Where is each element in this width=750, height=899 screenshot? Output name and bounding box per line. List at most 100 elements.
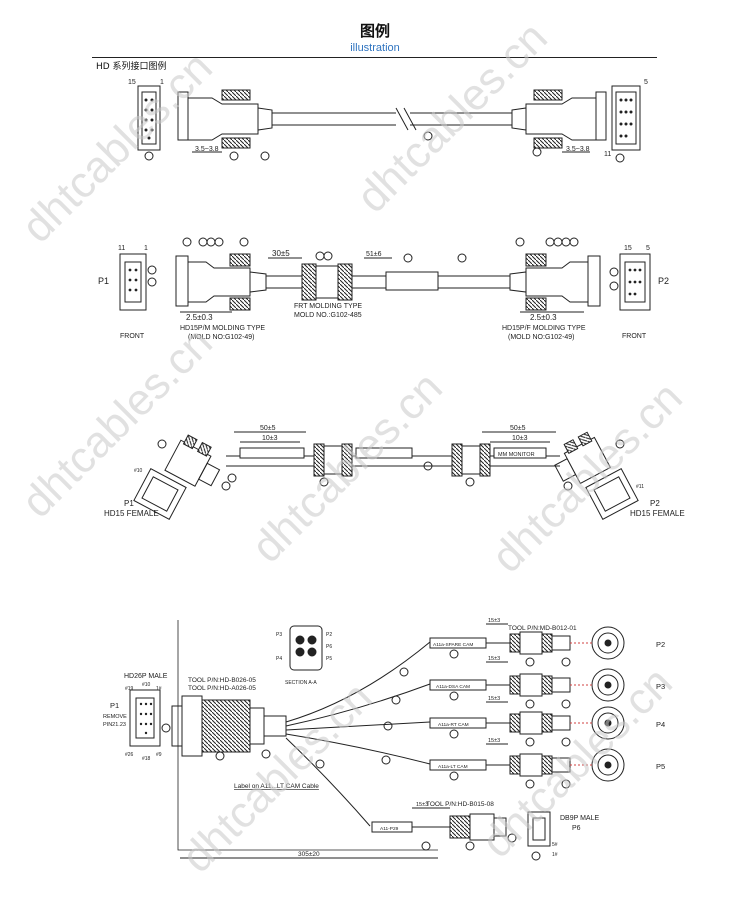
s2-pin15-label: 15 [624, 245, 632, 252]
s4-p1-label: P1 [110, 701, 119, 710]
s2-dim-30: 30±5 [272, 249, 290, 258]
s3-p2-label: P2 [650, 499, 660, 508]
s4-round-connector-p2 [591, 626, 625, 660]
s2-mold-left-line1: HD15P/M MOLDING TYPE [180, 325, 265, 332]
s1-pin11-label: 11 [604, 151, 611, 158]
s4-label-p29: A11-P29 [380, 826, 399, 832]
s2-left-connector [175, 253, 267, 311]
s3-right-front-view [585, 468, 639, 520]
watermark-1: dhtcables.cn [12, 43, 221, 252]
s3-dim-right: 50±5 [510, 425, 526, 432]
s4-branch-dsa [285, 683, 431, 727]
s3-ferrite-left [313, 443, 353, 477]
s4-hd26-front-view [129, 689, 161, 747]
s4-label-lt: A11a-LT CAM [438, 764, 468, 770]
watermark-3: dhtcables.cn [12, 318, 221, 527]
s4-dim-15c: 15±3 [488, 696, 500, 702]
s4-frame [177, 620, 438, 851]
s4-tool1: TOOL P/N:HD-B026-05 [188, 677, 256, 684]
s3-right-connector [554, 431, 612, 485]
s4-p6-label: P6 [572, 825, 581, 832]
section-1-label: HD 系列接口图例 [96, 62, 167, 72]
s4-hd26-label: HD26P MALE [124, 673, 168, 680]
s4-pin1-db9: 1# [552, 852, 558, 858]
section-4-drawing [129, 620, 625, 861]
s1-cable-left [272, 112, 396, 126]
s4-p2-label: P2 [656, 640, 665, 649]
s2-mold-left-line2: (MOLD NO:G102-49) [188, 334, 255, 341]
s4-pin26: #26 [125, 752, 134, 758]
s3-label-right: MM MONITOR [498, 452, 535, 458]
s4-dim-15a: 15±3 [488, 618, 500, 624]
title-divider [92, 57, 657, 58]
s1-left-side-connector [177, 89, 273, 149]
s4-pin18: #18 [142, 756, 151, 762]
s4-small-p6: P6 [326, 644, 332, 650]
s2-dim-51: 51±6 [366, 251, 382, 258]
s4-tool2: TOOL P/N:HD-A026-05 [188, 685, 256, 692]
s3-dim-left-inner: 10±3 [262, 435, 278, 442]
s2-left-front-view [119, 253, 157, 311]
s4-dim-305: 305±20 [298, 851, 320, 858]
s3-label-right-box [493, 447, 547, 459]
s3-p2-desc: HD15 FEMALE [630, 509, 685, 518]
s2-dim-left: 2.5±0.3 [186, 313, 213, 322]
s1-dim-right: 3.5~3.8 [566, 146, 590, 153]
s1-pin5-label: 5 [644, 79, 648, 86]
s4-branch-spare [285, 641, 431, 723]
s4-round-connector-p4 [591, 706, 625, 740]
s4-mini-connector-rt [509, 711, 571, 735]
s2-mold-right-line2: (MOLD NO:G102-49) [508, 334, 575, 341]
s4-db9-label: DB9P MALE [560, 815, 599, 822]
s2-p2-label: P2 [658, 276, 669, 286]
s4-mini-connector-dsa [509, 673, 571, 697]
s4-pin10: #10 [142, 682, 151, 688]
s3-left-front-view [133, 468, 187, 520]
s1-pin1-label: 1 [160, 79, 164, 86]
s4-small-p4: P4 [276, 656, 282, 662]
s4-tool4: TOOL P/N:HD-B015-08 [426, 801, 494, 808]
s2-pin1-label: 1 [144, 245, 148, 252]
watermark-layer: dhtcables.cn dhtcables.cn dhtcables.cn d… [12, 13, 691, 882]
s4-p5-label: P5 [656, 762, 665, 771]
s2-front-right: FRONT [622, 333, 647, 340]
s2-p1-label: P1 [98, 276, 109, 286]
s1-dim-left: 3.5~3.8 [195, 146, 219, 153]
s4-dim-15e: 15±3 [416, 802, 428, 808]
s4-mini-connector-spare [509, 631, 571, 655]
s2-right-front-view [609, 253, 651, 311]
s4-label-rt: A11a-RT CAM [438, 722, 469, 728]
s4-branch-lt [285, 733, 431, 765]
s4-p3-label: P3 [656, 682, 665, 691]
watermark-2: dhtcables.cn [347, 13, 556, 222]
watermark-5: dhtcables.cn [482, 373, 691, 582]
watermark-4: dhtcables.cn [242, 363, 451, 572]
s2-dim-right: 2.5±0.3 [530, 313, 557, 322]
s4-dim-15d: 15±3 [488, 738, 500, 744]
s4-small-p5: P5 [326, 656, 332, 662]
s4-branch-p29 [285, 737, 371, 827]
s3-label-middle [355, 447, 413, 459]
page-title: 图例 [359, 22, 390, 40]
s4-pin9: #9 [156, 752, 162, 758]
s2-mold-right-line1: HD15P/F MOLDING TYPE [502, 325, 586, 332]
s3-dim-right-inner: 10±3 [512, 435, 528, 442]
s4-branch-rt [285, 721, 431, 731]
s2-frt-line1: FRT MOLDING TYPE [294, 303, 362, 310]
s1-left-front-view [137, 85, 161, 161]
s4-remove-line2: PIN21.23 [103, 722, 126, 728]
s3-dim-left: 50±5 [260, 425, 276, 432]
watermark-7: dhtcables.cn [472, 658, 681, 867]
s4-label-note: Label on A11...LT CAM Cable [234, 783, 319, 790]
s4-section-aa [289, 625, 323, 671]
s4-pin1: 1# [156, 686, 162, 692]
s3-p1-label: P1 [124, 499, 134, 508]
s1-right-front-view [611, 85, 641, 163]
page-subtitle: illustration [350, 42, 400, 54]
s1-pin15-label: 15 [128, 79, 136, 86]
s4-pin19: #19 [125, 686, 134, 692]
s4-mini-connector-lt [509, 753, 571, 777]
s3-left-connector [164, 434, 221, 487]
section-1-drawing [137, 85, 641, 163]
